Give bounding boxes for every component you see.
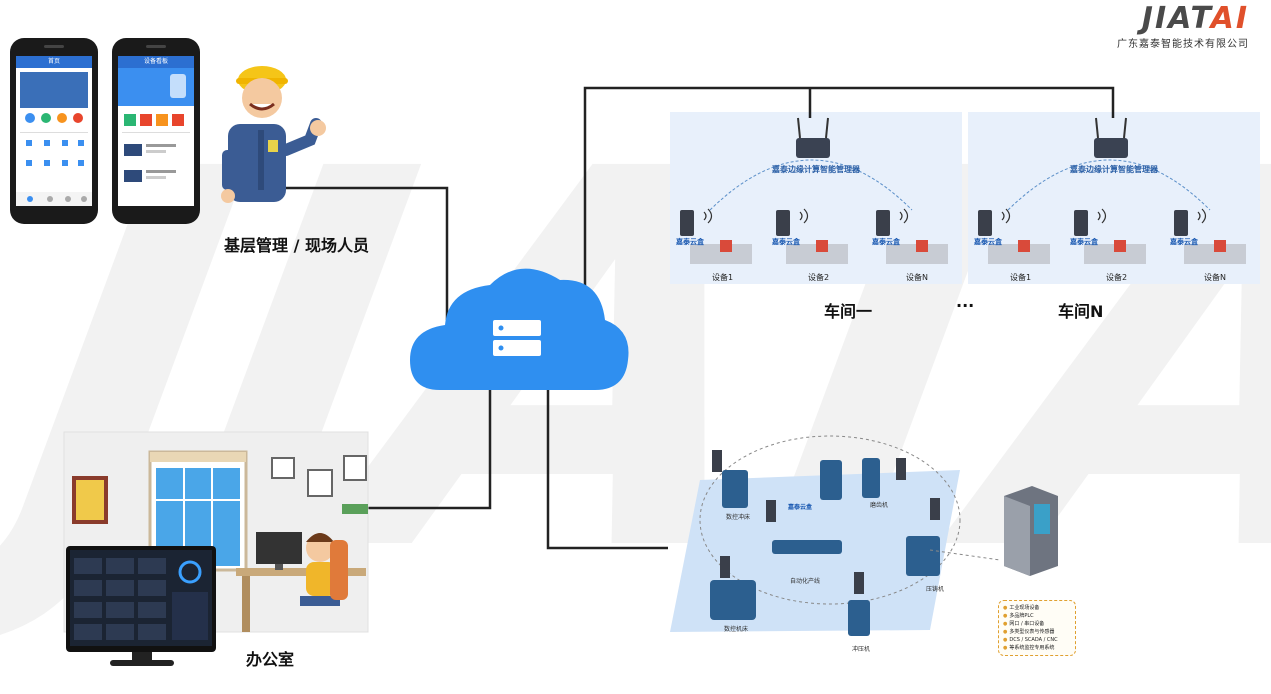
gateway-label-1: 嘉泰边缘计算智能管理器 [772, 165, 860, 174]
cloud-server-icon [410, 268, 629, 390]
factory-node-label: 压铸机 [926, 586, 945, 593]
device-label: 设备1 [1010, 273, 1032, 282]
phone-screen: 设备看板 [118, 56, 194, 206]
label-workshop-n: 车间N [1058, 302, 1104, 321]
factory-node-label: 数控冲床 [726, 514, 751, 521]
factory-legend: 工业现场设备 多品牌PLC 网口 / 串口设备 多类型仪表与传感器 DCS / … [998, 600, 1076, 656]
factory-illustration [670, 435, 1058, 636]
phone-speaker [44, 45, 64, 48]
legend-item: 多类型仪表与传感器 [1003, 628, 1071, 636]
cloud-box-label: 嘉泰云盒 [676, 238, 704, 246]
cloud-box-label: 嘉泰云盒 [974, 238, 1002, 246]
cloud-box-label: 嘉泰云盒 [772, 238, 800, 246]
phone-home: 首页 [10, 38, 98, 224]
phone-speaker [146, 45, 166, 48]
legend-item: 等系统监控专用系统 [1003, 644, 1071, 652]
legend-item: 网口 / 串口设备 [1003, 620, 1071, 628]
device-label: 设备N [1204, 273, 1226, 282]
factory-node-label: 冲压机 [852, 646, 871, 653]
phone-header-title: 首页 [16, 56, 92, 68]
label-office: 办公室 [246, 650, 295, 669]
phone-header-title: 设备看板 [118, 56, 194, 68]
legend-item: 多品牌PLC [1003, 612, 1071, 620]
phone-dashboard: 设备看板 [112, 38, 200, 224]
label-field-staff: 基层管理 / 现场人员 [224, 236, 369, 255]
device-label: 设备2 [1106, 273, 1128, 282]
brand-logo-accent: AI [1210, 1, 1249, 36]
legend-item: DCS / SCADA / CNC [1003, 636, 1071, 644]
workshop-graphics [680, 117, 1246, 264]
cloud-box-label: 嘉泰云盒 [1070, 238, 1098, 246]
label-workshop-1: 车间一 [824, 302, 873, 321]
phone-dashboard-content [118, 68, 194, 182]
network-lines [286, 86, 1115, 550]
gateway-label-n: 嘉泰边缘计算智能管理器 [1070, 165, 1158, 174]
phone-screen: 首页 [16, 56, 92, 206]
factory-node-label: 磨齿机 [870, 502, 889, 509]
device-label: 设备1 [712, 273, 734, 282]
factory-node-label: 数控机床 [724, 626, 749, 633]
brand-company-name: 广东嘉泰智能技术有限公司 [1117, 39, 1249, 50]
brand-logo-main: JIAT [1141, 1, 1211, 36]
phone-home-content [16, 72, 92, 206]
legend-item: 工业现场设备 [1003, 604, 1071, 612]
device-label: 设备2 [808, 273, 830, 282]
device-label: 设备N [906, 273, 928, 282]
brand-logo: JIATAI 广东嘉泰智能技术有限公司 [1117, 1, 1249, 51]
factory-node-label: 自动化产线 [790, 578, 821, 585]
cloud-box-label: 嘉泰云盒 [872, 238, 900, 246]
cloud-box-label: 嘉泰云盒 [1170, 238, 1198, 246]
label-ellipsis: ··· [956, 296, 975, 315]
worker-illustration [221, 66, 326, 203]
factory-cloud-box-label: 嘉泰云盒 [788, 504, 813, 511]
monitor-illustration [66, 546, 216, 666]
